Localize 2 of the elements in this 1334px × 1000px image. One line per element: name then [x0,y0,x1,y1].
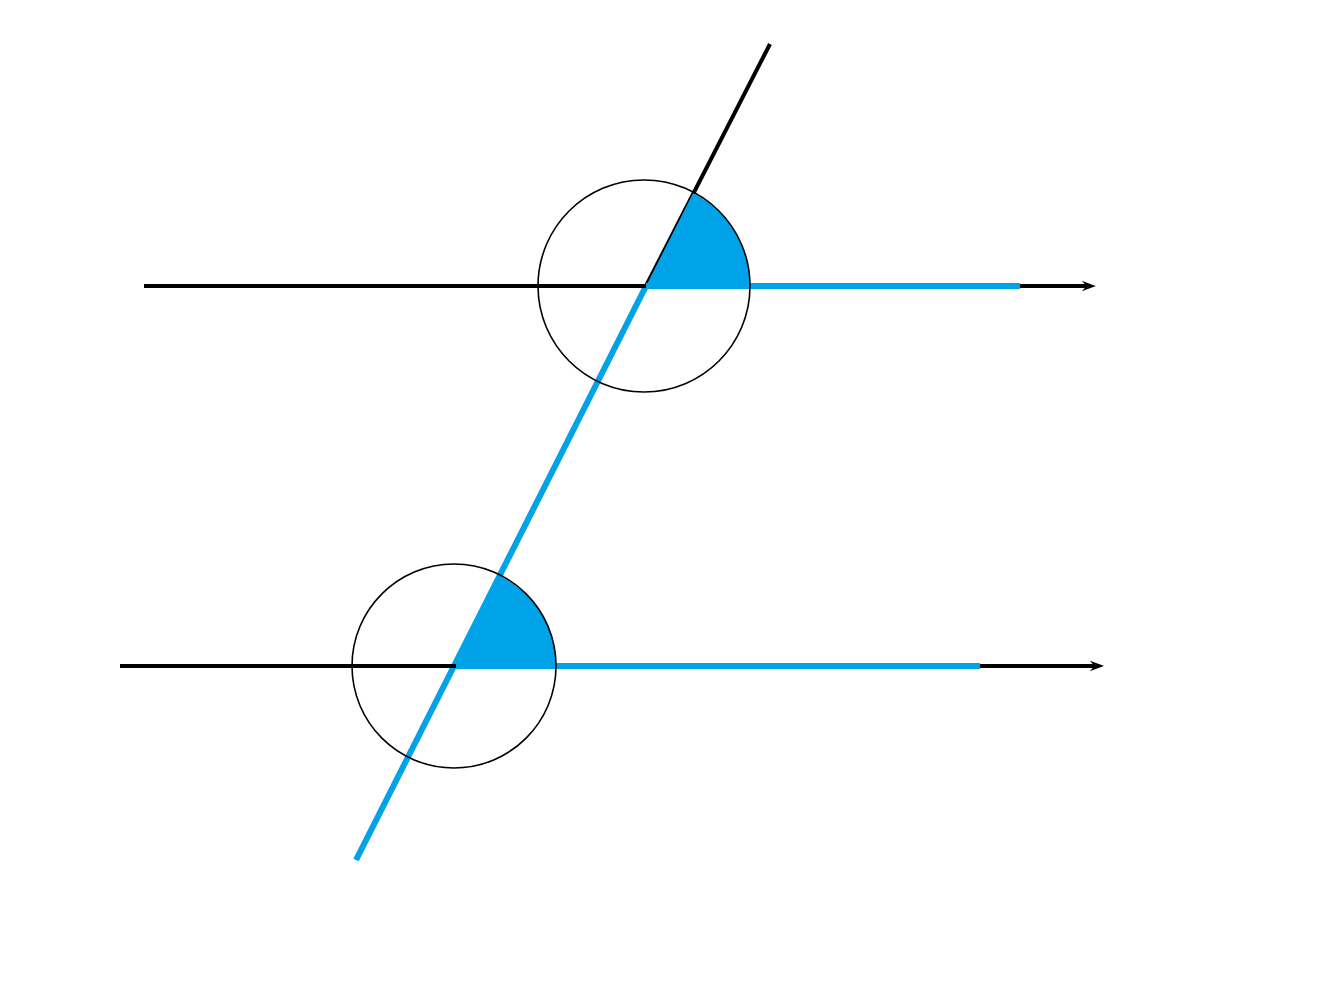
angle-circle [537,179,751,393]
angle-circle [351,563,557,769]
